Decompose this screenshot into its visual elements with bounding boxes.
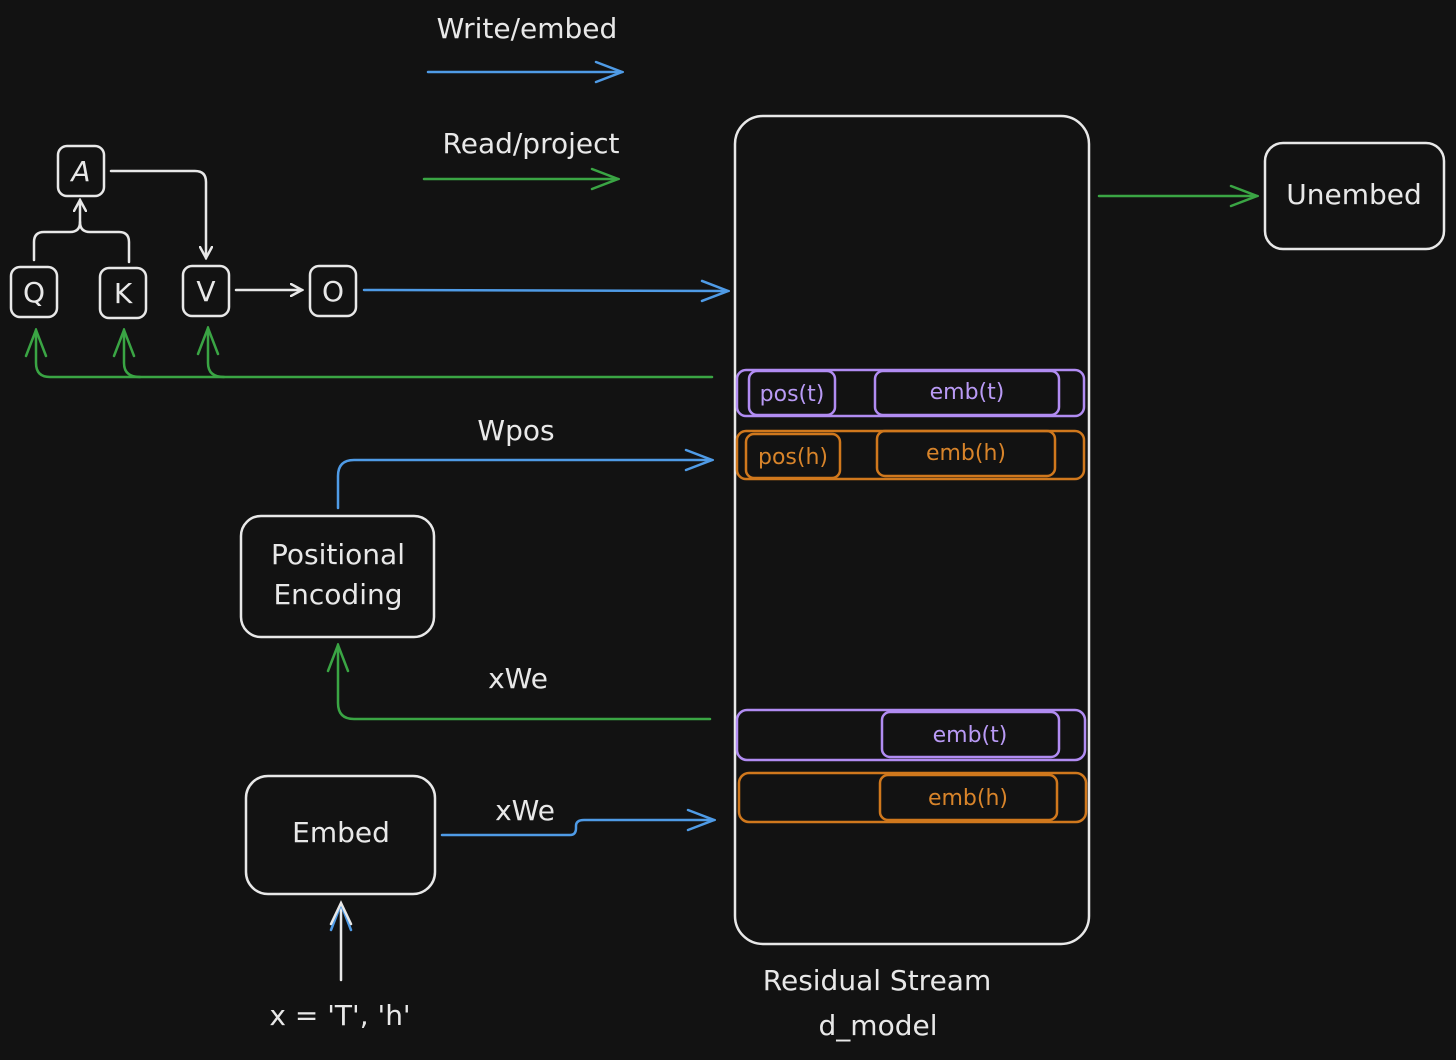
- node-v[interactable]: [181, 264, 231, 318]
- residual-row-t-pos: pos(t) emb(t): [735, 368, 1086, 418]
- edge-residual-to-positional: [338, 645, 712, 721]
- node-q-label: Q: [23, 276, 45, 309]
- edge-k-to-a: [80, 200, 131, 264]
- emb-slot[interactable]: [880, 710, 1061, 759]
- edge-wpos-label: Wpos: [477, 414, 554, 447]
- node-q[interactable]: [9, 265, 59, 319]
- legend-write-label: Write/embed: [437, 12, 618, 45]
- node-positional-label-line2: Encoding: [273, 578, 402, 611]
- residual-stream-title: Residual Stream: [763, 964, 991, 997]
- node-unembed-label: Unembed: [1286, 178, 1422, 211]
- edge-o-to-residual: [362, 290, 728, 291]
- arrowhead-icon: [329, 900, 353, 926]
- node-k-label: K: [114, 277, 133, 310]
- emb-slot-label: emb(t): [933, 723, 1008, 748]
- emb-slot-label: emb(t): [930, 380, 1005, 405]
- node-positional-label-line1: Positional: [271, 538, 405, 571]
- node-o-label: O: [322, 275, 344, 308]
- attention-head: A Q K V O: [9, 144, 358, 320]
- node-o[interactable]: [308, 264, 358, 318]
- pos-slot[interactable]: [744, 432, 842, 480]
- legend-read-label: Read/project: [443, 127, 620, 160]
- emb-slot[interactable]: [873, 369, 1061, 417]
- input-label: x = 'T', 'h': [269, 999, 410, 1032]
- row-frame: [735, 708, 1087, 762]
- residual-row-h-pos: pos(h) emb(h): [735, 429, 1086, 481]
- edge-residual-to-q: [36, 330, 714, 379]
- node-embed[interactable]: [244, 774, 437, 896]
- residual-row-t: emb(t): [735, 708, 1087, 762]
- pos-slot-label: pos(t): [760, 382, 825, 407]
- node-k[interactable]: [98, 266, 148, 320]
- node-v-label: V: [196, 275, 215, 308]
- edge-residual-to-v: [208, 328, 226, 379]
- edge-a-to-v: [109, 169, 206, 258]
- edge-xwe-write-label: xWe: [495, 794, 555, 827]
- pos-slot-label: pos(h): [758, 445, 828, 470]
- edge-residual-to-k: [124, 330, 142, 379]
- edge-positional-to-residual: [336, 460, 712, 510]
- node-unembed[interactable]: [1263, 141, 1446, 251]
- edge-q-to-a: [32, 220, 82, 262]
- emb-slot-label: emb(h): [926, 441, 1006, 466]
- edge-xwe-read-label: xWe: [488, 662, 548, 695]
- emb-slot[interactable]: [875, 429, 1057, 478]
- legend: Write/embed Read/project: [422, 12, 622, 179]
- edge-embed-to-residual: [440, 820, 714, 837]
- node-embed-label: Embed: [292, 816, 390, 849]
- row-frame: [737, 771, 1088, 824]
- pos-slot[interactable]: [747, 369, 837, 417]
- emb-slot-label: emb(h): [928, 786, 1008, 811]
- residual-stream-box[interactable]: [733, 114, 1091, 946]
- residual-row-h: emb(h): [737, 771, 1088, 824]
- node-positional-encoding[interactable]: [239, 514, 436, 639]
- emb-slot[interactable]: [878, 773, 1059, 822]
- residual-stream-subtitle: d_model: [819, 1009, 938, 1042]
- node-a-label: A: [69, 155, 90, 188]
- node-a[interactable]: [56, 144, 106, 198]
